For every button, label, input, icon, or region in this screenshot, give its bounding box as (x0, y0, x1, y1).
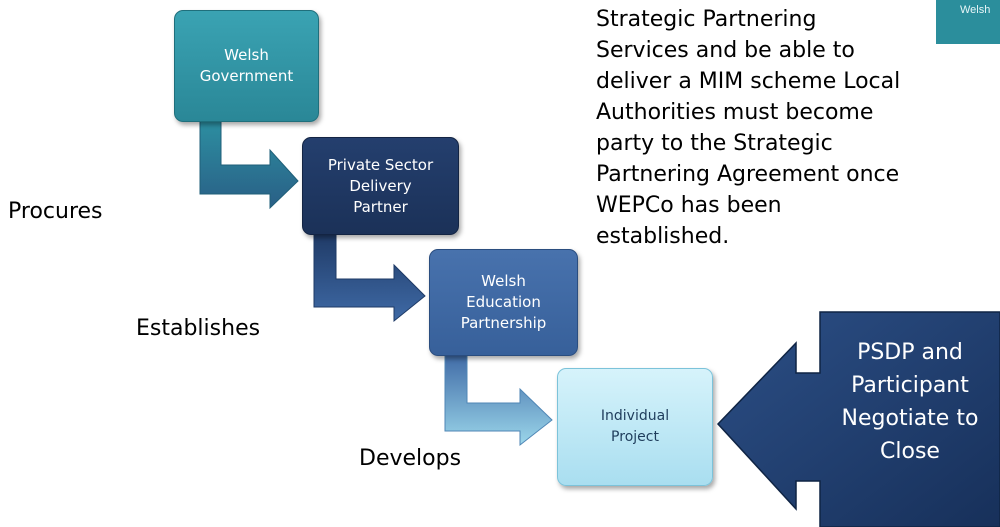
description-line: Strategic Partnering (596, 7, 817, 32)
callout-arrow-shape (716, 311, 1000, 527)
connector-arrow-2 (313, 232, 426, 323)
welsh-government-line-2: Government (199, 67, 294, 85)
connector-arrow-3 (444, 353, 553, 447)
private-sector-line-3: Partner (353, 197, 408, 216)
connector-arrow-1 (199, 119, 299, 210)
procures-label: Procures (8, 199, 103, 224)
welsh-government-box: Welsh Government (174, 10, 319, 122)
description-line: party to the Strategic (596, 131, 833, 156)
individual-project-line-2: Project (611, 429, 659, 445)
description-line: Services and be able to (596, 38, 855, 63)
develops-label: Develops (359, 446, 462, 471)
welsh-education-line-1: Welsh (481, 272, 526, 290)
callout-line-1: PSDP and (857, 340, 963, 365)
establishes-label: Establishes (136, 316, 261, 341)
description-line: deliver a MIM scheme Local (596, 69, 901, 94)
description-line: established. (596, 224, 730, 249)
callout-line-3: Negotiate to (841, 406, 979, 431)
private-sector-delivery-partner-box: Private Sector Delivery Partner (302, 137, 459, 235)
individual-project-box: Individual Project (557, 368, 713, 486)
corner-logo: Welsh (936, 0, 1000, 44)
description-line: Authorities must become (596, 100, 874, 125)
callout-text: PSDP and Participant Negotiate to Close (820, 336, 1000, 496)
private-sector-line-2: Delivery (349, 176, 412, 195)
individual-project-line-1: Individual (600, 408, 670, 424)
welsh-education-partnership-box: Welsh Education Partnership (429, 249, 578, 356)
description-line: WEPCo has been (596, 193, 782, 218)
description-text: Strategic Partnering Services and be abl… (596, 4, 976, 252)
welsh-education-line-3: Partnership (460, 314, 547, 332)
description-line: Partnering Agreement once (596, 162, 900, 187)
private-sector-line-1: Private Sector (327, 155, 434, 174)
callout-line-2: Participant (851, 373, 969, 398)
welsh-education-line-2: Education (466, 293, 541, 311)
welsh-government-line-1: Welsh (224, 46, 269, 64)
corner-logo-text: Welsh (960, 4, 991, 16)
callout-line-4: Close (880, 439, 940, 464)
